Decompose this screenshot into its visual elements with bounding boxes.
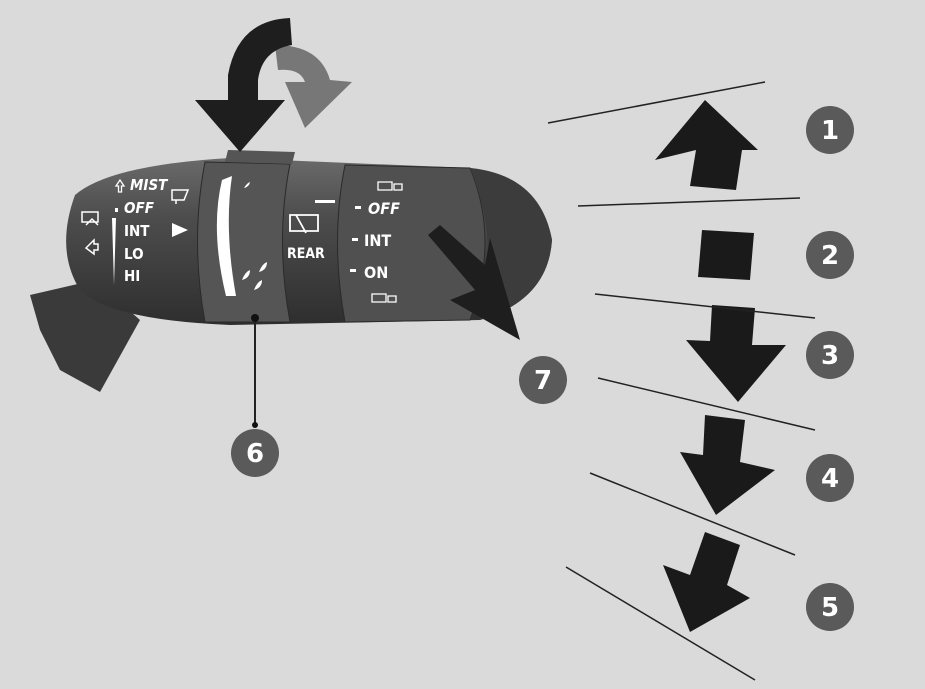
label-mist: MIST: [130, 176, 169, 194]
label-off: OFF: [124, 199, 155, 217]
svg-text:6: 6: [246, 439, 264, 469]
label-hi: HI: [124, 267, 140, 285]
rear-washer-icon-top: [377, 181, 403, 191]
callout-2: 2: [806, 231, 854, 279]
range-wedge: [112, 218, 116, 285]
rotate-forward-arrow: [195, 18, 292, 152]
callout-5: 5: [806, 583, 854, 631]
callout-4: 4: [806, 454, 854, 502]
washer-icon: [81, 211, 99, 226]
pointer-triangle: [172, 223, 188, 237]
svg-text:1: 1: [821, 116, 839, 146]
small-drop-icon: [244, 182, 250, 188]
arrow-down-2: [680, 415, 775, 515]
label-int: INT: [124, 222, 150, 240]
arrow-up: [655, 100, 758, 190]
washer-arrow-icon: [84, 238, 99, 256]
rear-washer-icon-bottom: [371, 293, 397, 303]
arrow-down-1: [686, 305, 786, 402]
rear-wiper-ring: [337, 164, 486, 323]
rear-off: OFF: [368, 199, 400, 218]
label-lo: LO: [124, 245, 144, 263]
callout-3: 3: [806, 331, 854, 379]
rear-marker: [315, 200, 335, 203]
ring-band-top: [225, 150, 295, 164]
push-arrow: [428, 225, 520, 340]
arrow-down-3: [663, 532, 750, 632]
position-lines: [254, 81, 816, 681]
svg-text:7: 7: [534, 366, 552, 396]
intermittent-ring: [197, 161, 291, 323]
rear-wiper-icon: [289, 214, 319, 234]
front-wiper-icon: [171, 189, 190, 204]
svg-text:3: 3: [821, 341, 839, 371]
up-arrow-icon: [114, 178, 126, 193]
rear-on: ON: [364, 263, 388, 282]
neutral-square: [698, 230, 754, 280]
callout-7: 7: [519, 356, 567, 404]
off-marker: [115, 208, 118, 212]
rear-int: INT: [364, 231, 391, 250]
callout-1: 1: [806, 106, 854, 154]
rear-label: REAR: [287, 246, 325, 262]
interval-scale: [216, 176, 236, 296]
svg-text:2: 2: [821, 241, 839, 271]
large-drops-icon: [242, 262, 267, 290]
rotate-back-arrow: [275, 45, 352, 128]
svg-text:4: 4: [821, 464, 839, 494]
callout-6: 6: [231, 429, 279, 477]
svg-text:5: 5: [821, 593, 839, 623]
